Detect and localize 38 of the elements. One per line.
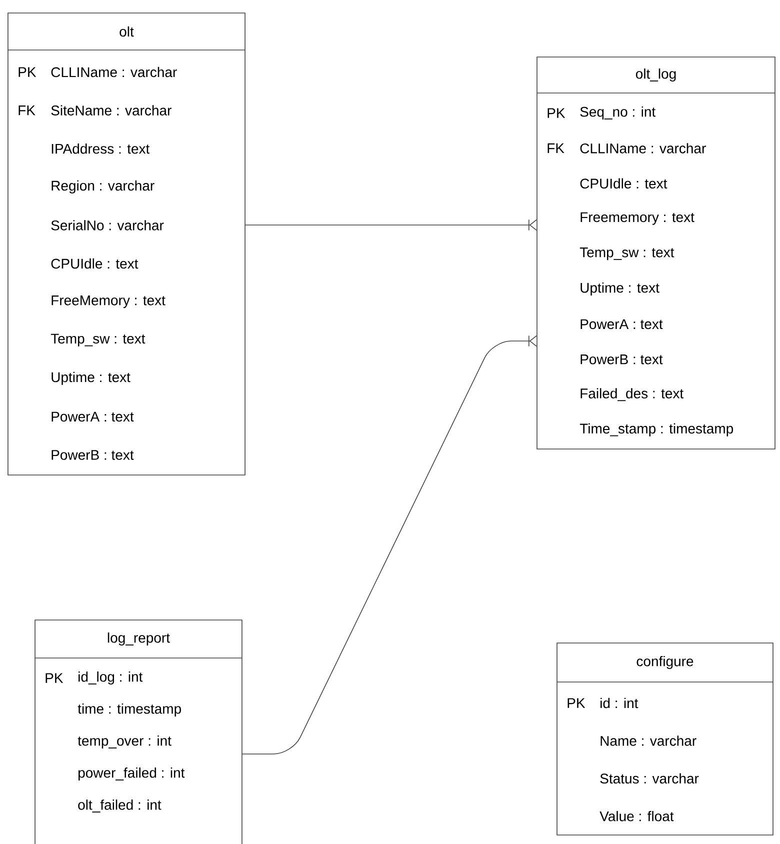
attribute-label: Time_stamp : timestamp bbox=[580, 423, 734, 436]
attribute-label: id : int bbox=[600, 698, 638, 708]
attribute-label: Name : varchar bbox=[600, 736, 696, 746]
relationship-line bbox=[244, 219, 537, 231]
attribute-label: PowerB : text bbox=[580, 354, 663, 364]
key-label: FK bbox=[548, 143, 564, 154]
attribute-label: temp_over : int bbox=[78, 735, 172, 749]
attribute-label: time : timestamp bbox=[78, 703, 181, 717]
attribute-label: CPUIdle : text bbox=[51, 258, 138, 269]
attribute-label: PowerA : text bbox=[52, 412, 134, 422]
attribute-label: Failed_des : text bbox=[580, 388, 684, 402]
attribute-label: CPUIdle : text bbox=[580, 178, 668, 189]
attribute-label: CLLIName : varchar bbox=[580, 143, 706, 154]
attribute-label: CLLIName : varchar bbox=[51, 66, 177, 78]
relationship-line bbox=[242, 335, 537, 754]
key-label: PK bbox=[46, 673, 64, 683]
key-label: PK bbox=[18, 67, 36, 77]
attribute-label: SerialNo : varchar bbox=[51, 220, 164, 230]
attribute-label: id_log : int bbox=[78, 671, 143, 685]
key-label: PK bbox=[548, 108, 566, 118]
attribute-label: Uptime : text bbox=[580, 282, 660, 296]
attribute-label: power_failed : int bbox=[78, 767, 185, 781]
attribute-label: Status : varchar bbox=[600, 773, 699, 784]
attribute-label: Seq_no : int bbox=[580, 106, 656, 120]
attribute-label: PowerB : text bbox=[52, 450, 134, 460]
attribute-label: Freememory : text bbox=[580, 212, 694, 225]
attribute-label: PowerA : text bbox=[580, 319, 663, 330]
attribute-label: IPAddress : text bbox=[52, 143, 150, 154]
attribute-label: Temp_sw : text bbox=[50, 334, 146, 346]
key-label: PK bbox=[568, 698, 586, 708]
key-label: FK bbox=[18, 106, 36, 116]
attribute-label: Temp_sw : text bbox=[580, 248, 674, 260]
attribute-label: FreeMemory : text bbox=[52, 296, 166, 308]
attribute-label: Region : varchar bbox=[52, 180, 154, 194]
attribute-label: Value : float bbox=[600, 810, 674, 822]
attribute-label: SiteName : varchar bbox=[51, 105, 172, 116]
attribute-label: olt_failed : int bbox=[78, 800, 162, 812]
attribute-label: Uptime : text bbox=[52, 372, 130, 385]
